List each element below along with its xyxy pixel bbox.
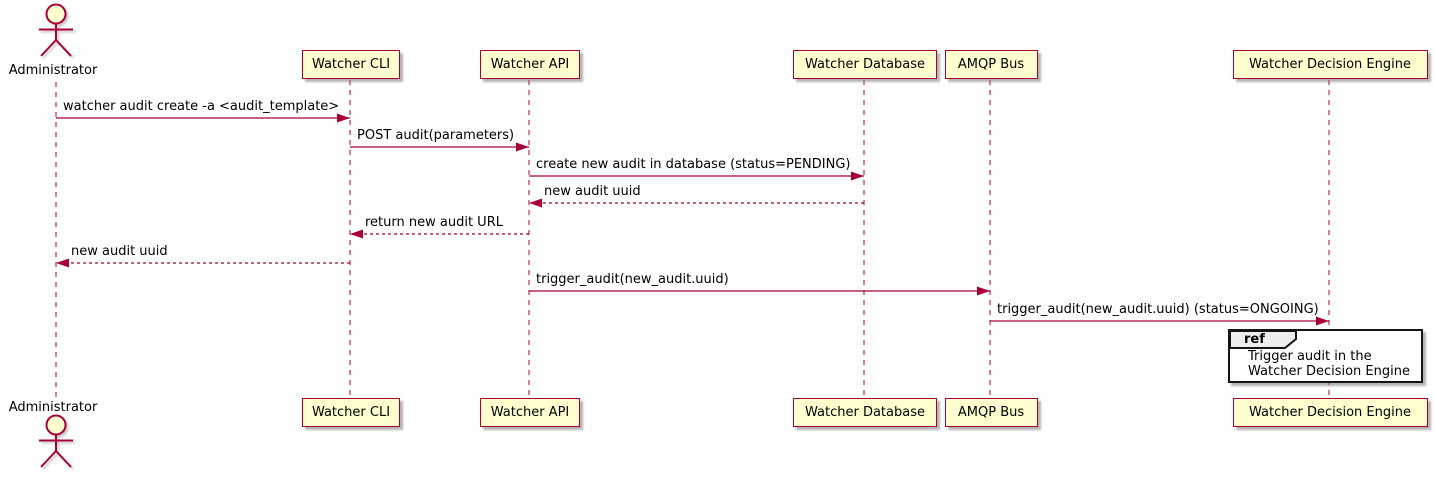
message-label: trigger_audit(new_audit.uuid) (status=ON… bbox=[997, 302, 1319, 317]
ref-tab-shape bbox=[1229, 330, 1297, 349]
message-label: new audit uuid bbox=[544, 184, 641, 199]
participant-box-bottom-watcher-decision-engine: Watcher Decision Engine bbox=[1232, 398, 1428, 427]
message-arrowhead-2 bbox=[851, 171, 864, 181]
actor-label-bottom: Administrator bbox=[8, 400, 98, 415]
message-arrowhead-7 bbox=[1316, 316, 1329, 326]
message-label: create new audit in database (status=PEN… bbox=[536, 157, 851, 172]
participant-box-top-watcher-cli: Watcher CLI bbox=[302, 50, 400, 79]
message-arrowhead-1 bbox=[516, 142, 529, 152]
message-label: POST audit(parameters) bbox=[357, 128, 515, 143]
participant-box-bottom-watcher-database: Watcher Database bbox=[793, 398, 937, 427]
message-label: new audit uuid bbox=[71, 244, 168, 259]
participant-box-bottom-watcher-api: Watcher API bbox=[480, 398, 580, 427]
message-label: watcher audit create -a <audit_template> bbox=[63, 99, 340, 114]
actor-figure-top bbox=[39, 3, 73, 57]
ref-text-line1: Trigger audit in the bbox=[1248, 349, 1372, 364]
actor-label-top: Administrator bbox=[8, 63, 98, 78]
message-arrowhead-0 bbox=[337, 113, 350, 123]
message-arrowhead-3 bbox=[529, 198, 542, 208]
ref-text-line2: Watcher Decision Engine bbox=[1248, 363, 1410, 379]
message-arrowhead-4 bbox=[350, 229, 363, 239]
message-label: trigger_audit(new_audit.uuid) bbox=[536, 272, 729, 287]
message-arrowhead-5 bbox=[56, 258, 69, 268]
participant-box-top-watcher-database: Watcher Database bbox=[793, 50, 937, 79]
participant-box-bottom-watcher-cli: Watcher CLI bbox=[302, 398, 400, 427]
participant-box-top-watcher-decision-engine: Watcher Decision Engine bbox=[1232, 50, 1428, 79]
ref-keyword: ref bbox=[1244, 332, 1265, 347]
actor-figure-bottom bbox=[39, 414, 73, 468]
participant-box-top-watcher-api: Watcher API bbox=[480, 50, 580, 79]
participant-box-bottom-amqp-bus: AMQP Bus bbox=[944, 398, 1038, 427]
message-label: return new audit URL bbox=[365, 215, 503, 230]
message-arrowhead-6 bbox=[977, 286, 990, 296]
participant-box-top-amqp-bus: AMQP Bus bbox=[944, 50, 1038, 79]
